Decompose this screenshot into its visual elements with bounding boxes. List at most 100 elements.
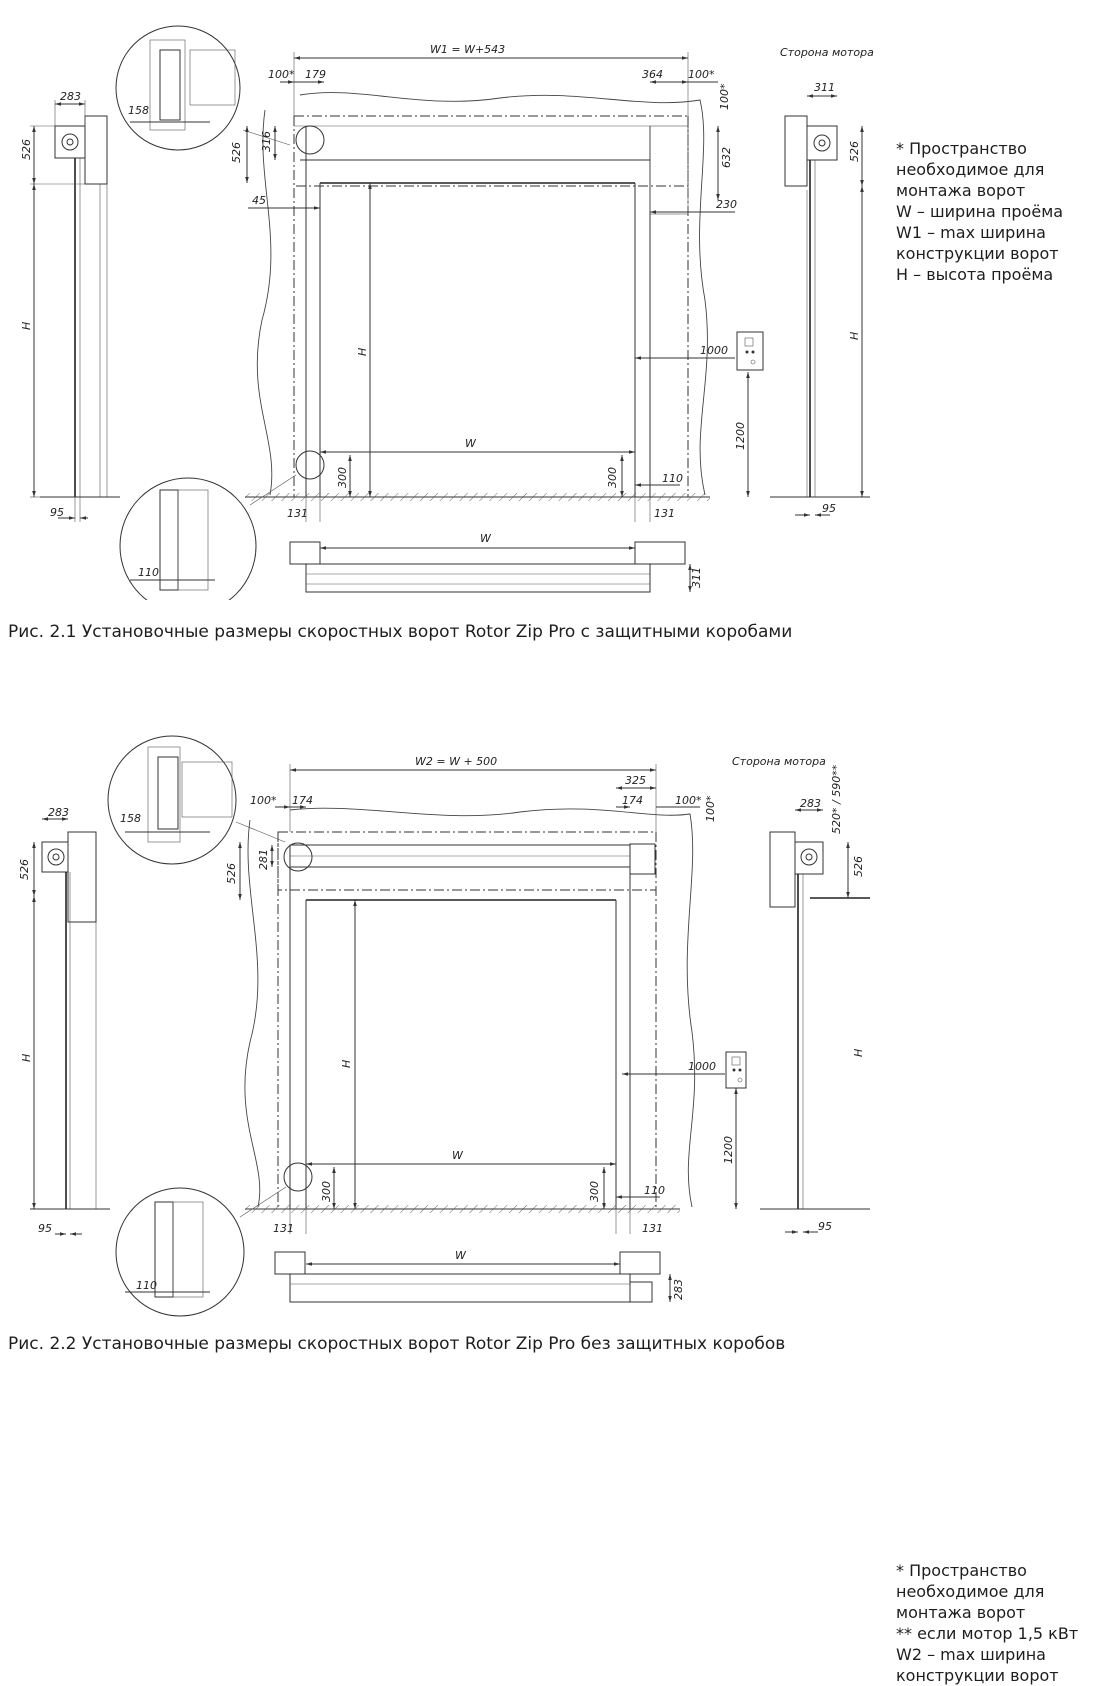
note-line: необходимое для <box>896 1582 1045 1601</box>
detail-top-left-2 <box>107 735 286 865</box>
dim-325: 325 <box>625 774 646 787</box>
dim-632: 632 <box>720 147 733 168</box>
note-line: W – ширина проёма <box>896 202 1064 221</box>
right-side-view-2 <box>760 808 870 1234</box>
drawing-fig2: 283 526 H 95 158 <box>18 735 870 1317</box>
dim-1200: 1200 <box>734 422 747 450</box>
plan-view-2 <box>274 1251 672 1303</box>
plan-view <box>289 541 692 593</box>
legend-fig1: * Пространство необходимое для монтажа в… <box>896 138 1063 285</box>
dim-281: 281 <box>257 849 270 870</box>
wall-boundary <box>256 92 708 496</box>
dim-100-right: 100* <box>688 68 715 81</box>
dim-316: 316 <box>260 131 273 152</box>
dim-364: 364 <box>642 68 663 81</box>
dim-100-right-2: 100* <box>675 794 702 807</box>
detail-top-left <box>115 25 291 151</box>
drawing-fig1: 283 526 H 95 158 <box>20 25 874 600</box>
dim-283-plan: 283 <box>672 1279 685 1300</box>
note-line: монтажа ворот <box>896 1603 1026 1622</box>
dim-131-right-2: 131 <box>642 1222 663 1235</box>
dim-h-left: H <box>20 322 33 330</box>
note-line: * Пространство <box>896 139 1027 158</box>
dim-526-left-2: 526 <box>18 859 31 880</box>
dim-1000: 1000 <box>700 344 728 357</box>
dim-526-box: 526 <box>230 142 243 163</box>
dim-h-right: H <box>848 332 861 340</box>
dim-131-left-2: 131 <box>273 1222 294 1235</box>
dim-300-right: 300 <box>606 467 619 488</box>
dim-w-plan-2: W <box>455 1249 467 1262</box>
dim-526-left: 526 <box>20 139 33 160</box>
dim-95-left: 95 <box>50 506 64 519</box>
motor-side-label-1: Сторона мотора <box>780 46 874 59</box>
dim-w-center: W <box>465 437 477 450</box>
dim-95-right: 95 <box>822 502 836 515</box>
dim-110: 110 <box>662 472 683 485</box>
control-panel-2 <box>725 1051 747 1089</box>
detail-bottom-left-2 <box>115 1186 287 1317</box>
dim-174-left: 174 <box>292 794 313 807</box>
wall-boundary-2 <box>244 807 696 1208</box>
dim-1000-2: 1000 <box>688 1060 716 1073</box>
dim-100-left: 100* <box>268 68 295 81</box>
dim-95-left-2: 95 <box>38 1222 52 1235</box>
dim-45: 45 <box>252 194 266 207</box>
left-side-view-2 <box>30 817 110 1236</box>
note-line: W2 – max ширина <box>896 1645 1046 1664</box>
dim-1200-2: 1200 <box>722 1136 735 1164</box>
dim-131-right: 131 <box>654 507 675 520</box>
dim-526-box-2: 526 <box>225 863 238 884</box>
right-side-view <box>770 94 870 517</box>
dim-110-2: 110 <box>644 1184 665 1197</box>
dim-h-center-2: H <box>340 1060 353 1068</box>
dim-100-top: 100* <box>718 83 731 110</box>
dim-h-right-2: H <box>852 1049 865 1057</box>
dim-110-detail-2: 110 <box>136 1279 157 1292</box>
dim-526-right: 526 <box>848 141 861 162</box>
note-line: монтажа ворот <box>896 181 1026 200</box>
dim-100-top-2: 100* <box>704 795 717 822</box>
dim-h-center: H <box>356 348 369 356</box>
dim-311-plan: 311 <box>690 567 703 588</box>
dim-526-right-2: 526 <box>852 856 865 877</box>
dim-w-plan: W <box>480 532 492 545</box>
dim-283-left: 283 <box>60 90 81 103</box>
dim-158: 158 <box>128 104 149 117</box>
dim-131-left: 131 <box>287 507 308 520</box>
front-frame <box>245 115 710 501</box>
dim-w-center-2: W <box>452 1149 464 1162</box>
dim-520-590: 520* / 590** <box>830 764 843 834</box>
dim-w1: W1 = W+543 <box>430 43 505 56</box>
caption-fig2: Рис. 2.2 Установочные размеры скоростных… <box>8 1334 786 1354</box>
detail-bottom-left <box>119 474 297 600</box>
figure-with-boxes: 283 526 H 95 158 <box>0 0 1095 600</box>
dim-100-left-2: 100* <box>250 794 277 807</box>
dim-283-right-2: 283 <box>800 797 821 810</box>
dim-300-left-2: 300 <box>320 1181 333 1202</box>
left-side-view <box>30 100 120 522</box>
front-frame-2 <box>245 831 680 1213</box>
figure-without-boxes: 283 526 H 95 158 <box>0 712 1095 1685</box>
note-line: ** если мотор 1,5 кВт <box>896 1624 1079 1643</box>
dim-110-detail: 110 <box>138 566 159 579</box>
note-line: W1 – max ширина <box>896 223 1046 242</box>
note-line: конструкции ворот <box>896 244 1059 263</box>
dim-230: 230 <box>716 198 737 211</box>
note-line: * Пространство <box>896 1561 1027 1580</box>
note-line: H – высота проёма <box>896 265 1054 284</box>
dim-h-left-2: H <box>20 1054 33 1062</box>
motor-side-label-2: Сторона мотора <box>732 755 826 768</box>
dim-300-right-2: 300 <box>588 1181 601 1202</box>
dim-95-right-2: 95 <box>818 1220 832 1233</box>
dim-283-left-2: 283 <box>48 806 69 819</box>
dim-311-right: 311 <box>814 81 835 94</box>
dim-174-right: 174 <box>622 794 643 807</box>
legend-fig2: * Пространство необходимое для монтажа в… <box>896 1560 1078 1686</box>
dim-179: 179 <box>305 68 326 81</box>
note-line: конструкции ворот <box>896 1666 1059 1685</box>
dim-300-left: 300 <box>336 467 349 488</box>
note-line: необходимое для <box>896 160 1045 179</box>
control-panel <box>736 331 764 371</box>
dim-w2: W2 = W + 500 <box>415 755 497 768</box>
